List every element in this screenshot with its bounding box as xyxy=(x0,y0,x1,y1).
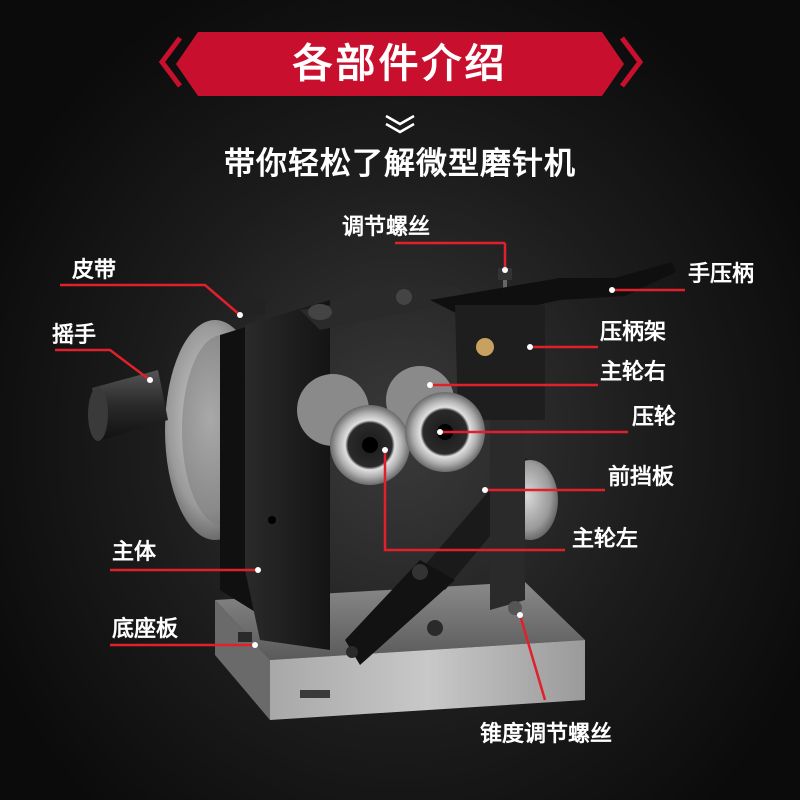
label-main-wheel-left: 主轮左 xyxy=(572,527,639,552)
label-belt: 皮带 xyxy=(72,258,117,283)
page-subtitle: 带你轻松了解微型磨针机 xyxy=(224,146,576,182)
label-adjust-screw: 调节螺丝 xyxy=(342,215,431,240)
title-banner: 各部件介绍 xyxy=(176,32,624,96)
label-taper-adjust-screw: 锥度调节螺丝 xyxy=(480,722,613,747)
chevron-right-icon xyxy=(620,36,644,88)
label-crank: 摇手 xyxy=(52,323,97,348)
label-press-wheel: 压轮 xyxy=(632,405,677,430)
double-chevron-down-icon xyxy=(385,114,415,134)
label-main-body: 主体 xyxy=(112,540,157,565)
chevron-left-icon xyxy=(158,36,182,88)
label-front-baffle: 前挡板 xyxy=(608,465,675,490)
label-main-wheel-right: 主轮右 xyxy=(600,360,667,385)
label-lever-frame: 压柄架 xyxy=(600,320,667,345)
page-title: 各部件介绍 xyxy=(292,41,508,87)
label-base-plate: 底座板 xyxy=(112,617,179,642)
label-hand-lever: 手压柄 xyxy=(688,262,755,287)
